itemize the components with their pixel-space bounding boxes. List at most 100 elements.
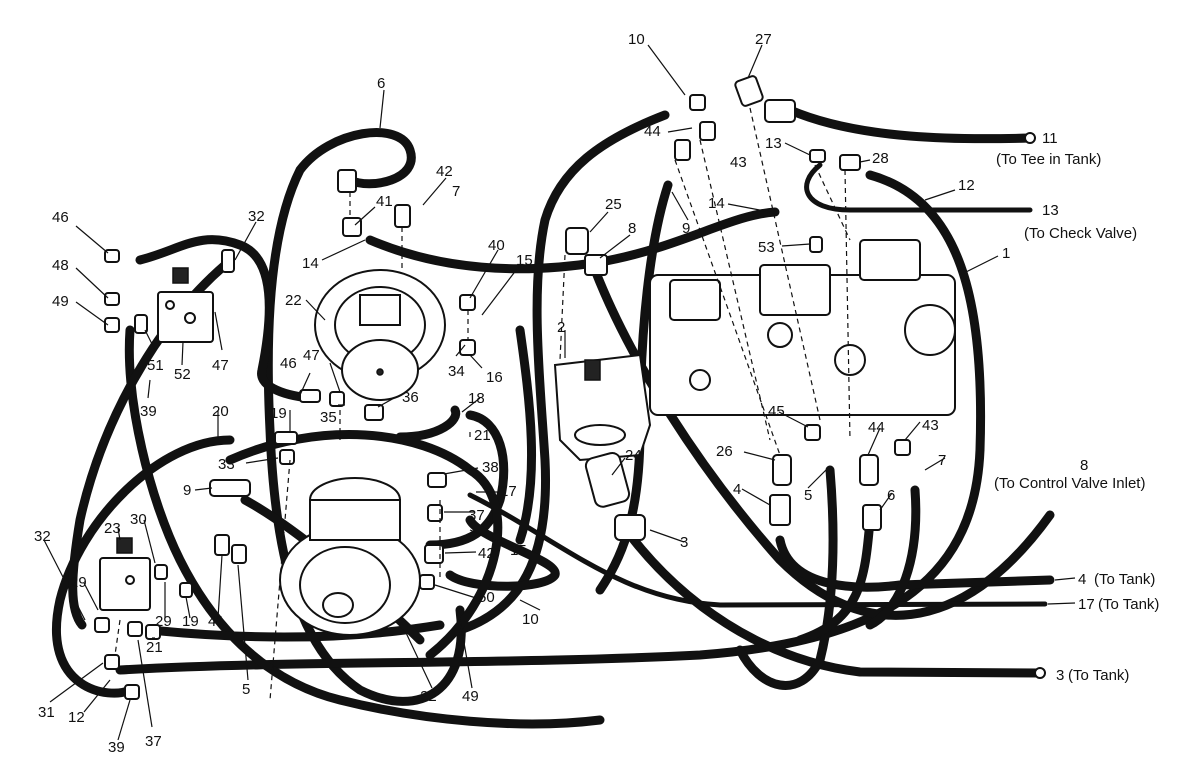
callout: 21 [474,427,491,444]
callout: 6 [377,75,385,92]
callout: 7 [452,183,460,200]
destination-notes: (To Tee in Tank) (To Check Valve) (To Co… [994,151,1159,684]
callout: 18 [468,390,485,407]
control-valve [649,239,956,416]
hose-12 [115,170,986,675]
component-2 [553,353,652,462]
callout: 13 [1042,202,1059,219]
upper-motor [314,269,446,401]
callout: 36 [402,389,419,406]
hose-3 [625,530,1045,678]
callout: 8 [1080,457,1088,474]
callout: 53 [758,239,775,256]
callout: 37 [468,507,485,524]
callout: 34 [448,363,465,380]
callout: 51 [147,357,164,374]
callout: 16 [486,369,503,386]
callout: 39 [140,403,157,420]
callout: 11 [1042,130,1058,147]
callout: 40 [488,237,505,254]
callout: 17 [500,483,517,500]
callout: 21 [146,639,163,656]
hose-46 [135,235,315,403]
callout: 4 [733,481,741,498]
callout: 22 [420,688,437,705]
hose-39 [124,325,605,729]
callout: 2 [557,319,565,336]
callout: 32 [248,208,265,225]
callout: 12 [68,709,85,726]
callout: 44 [868,419,885,436]
callout: 9 [682,220,690,237]
hose-7-lower [865,485,921,630]
callout: 29 [70,574,87,591]
dashed-guides [114,107,851,701]
note-to-tank-17: (To Tank) [1098,596,1159,613]
callout: 8 [628,220,636,237]
callout: 43 [922,417,939,434]
callout: 6 [887,487,895,504]
callout: 32 [34,528,51,545]
callout: 47 [303,347,320,364]
callout: 31 [38,704,55,721]
callout: 13 [765,135,782,152]
callout: 7 [938,452,946,469]
callout: 10 [522,611,539,628]
callout: 25 [605,196,622,213]
callout: 42 [436,163,453,180]
valve-block-52 [157,267,214,343]
hose-18 [395,405,461,442]
callout: 42 [478,545,495,562]
callout: 43 [730,154,747,171]
callout: 27 [755,31,772,48]
fittings [94,75,1046,700]
callout: 24 [625,447,642,464]
callout: 14 [302,255,319,272]
note-to-tank-3: (To Tank) [1068,667,1129,684]
note-to-tank-4: (To Tank) [1094,571,1155,588]
callout: 46 [280,355,297,372]
callout: 10 [628,31,645,48]
leader-lines [43,44,1076,741]
callout: 29 [155,613,172,630]
callout: 19 [182,613,199,630]
hose-11 [785,105,1035,144]
lower-motor [279,477,421,636]
callout: 20 [212,403,229,420]
callout: 15 [510,542,527,559]
hose-10 [455,110,670,635]
callout: 26 [716,443,733,460]
callout: 14 [708,195,725,212]
callout: 49 [462,688,479,705]
callout: 23 [104,520,121,537]
hose-17-to-tank [467,492,1048,608]
callout: 15 [516,252,533,269]
callout: 49 [52,293,69,310]
callout: 17 [1078,596,1095,613]
valve-block-23 [99,537,151,611]
callout: 3 [680,534,688,551]
note-to-control-valve-inlet: (To Control Valve Inlet) [994,475,1145,492]
callout: 12 [958,177,975,194]
callout: 38 [482,459,499,476]
callout: 39 [108,739,125,756]
callout: 28 [872,150,889,167]
hoses [52,105,1055,729]
components [94,75,1046,700]
note-to-tee-in-tank: (To Tee in Tank) [996,151,1101,168]
callout: 46 [52,209,69,226]
callout: 5 [242,681,250,698]
hose-6-lower [795,515,875,645]
callout: 41 [376,193,393,210]
note-to-check-valve: (To Check Valve) [1024,225,1137,242]
callout: 45 [768,403,785,420]
callout: 22 [285,292,302,309]
callouts: 10 27 6 11 44 43 13 28 12 42 7 41 32 46 … [34,31,1095,756]
callout: 3 [1056,667,1064,684]
callout: 1 [1002,245,1010,262]
callout: 52 [174,366,191,383]
callout: 30 [130,511,147,528]
callout: 48 [52,257,69,274]
callout: 4 [1078,571,1086,588]
